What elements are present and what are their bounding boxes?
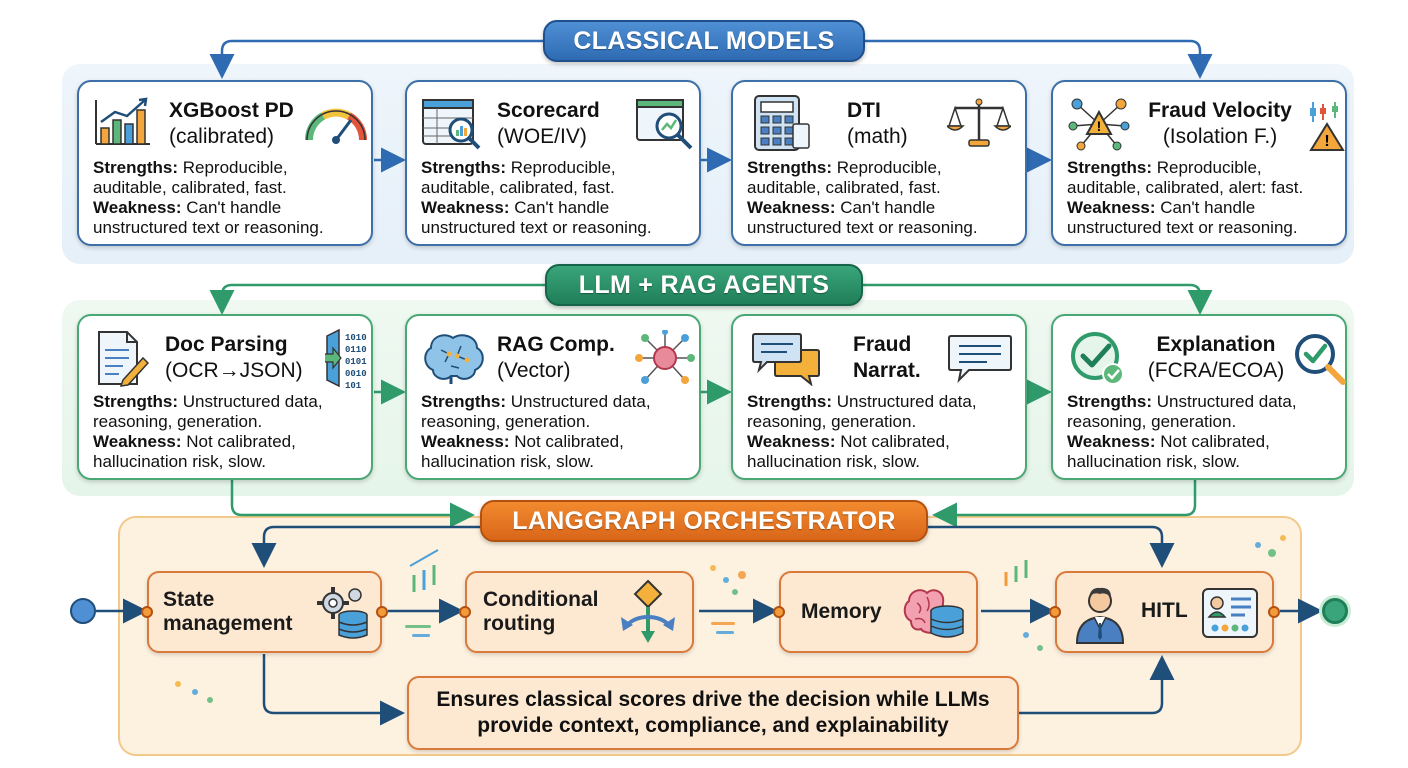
summary-note: Ensures classical scores drive the decis… — [407, 676, 1019, 750]
llm-bracket-right — [863, 283, 1213, 315]
network-warning-icon: ! — [1068, 98, 1130, 151]
spreadsheet-icon — [422, 99, 481, 150]
binary-row: 101 — [345, 381, 362, 388]
svg-text:!: ! — [1097, 118, 1102, 134]
output-port — [376, 606, 388, 618]
calculator-icon — [754, 95, 810, 151]
output-port — [1268, 606, 1280, 618]
card-fraud-velocity: ! Fraud Velocity(Isolation F.) ! Strengt… — [1051, 80, 1347, 246]
binary-data-icon: 1010 0110 0101 0010 101 — [325, 328, 367, 388]
decorative-dots — [175, 535, 1286, 703]
balance-scale-icon — [947, 98, 1011, 147]
card-title: Doc Parsing(OCR→JSON) — [165, 333, 303, 382]
brain-database-icon — [903, 589, 964, 638]
llm-to-orchestrator-left — [230, 476, 475, 528]
mini-candlestick-chart-1 — [409, 549, 439, 592]
card-title: Scorecard(WOE/IV) — [497, 99, 600, 148]
node-hitl: HITL — [1049, 571, 1280, 653]
binary-row: 1010 — [345, 333, 367, 343]
classical-bracket-right — [865, 39, 1213, 79]
end-node — [1322, 598, 1348, 624]
binary-row: 0110 — [345, 345, 367, 355]
state-to-note — [262, 654, 405, 726]
node-label: Memory — [801, 600, 882, 623]
card-dti: DTI(math) Strengths: Reproducible, audit… — [731, 80, 1027, 246]
card-title: Fraud Velocity(Isolation F.) — [1148, 99, 1292, 148]
orchestrator-to-state — [251, 525, 480, 568]
chat-bubble-icon — [948, 335, 1012, 384]
gear-database-icon — [317, 587, 368, 639]
llm-bracket-left — [209, 283, 545, 315]
card-scorecard: Scorecard(WOE/IV) Strengths: Reproducibl… — [405, 80, 701, 246]
dashboard-icon — [1202, 588, 1258, 638]
chat-bubbles-icon — [752, 333, 820, 386]
person-icon — [1075, 587, 1125, 644]
card-title: DTI(math) — [847, 99, 908, 148]
start-node — [70, 598, 96, 624]
card-rag-comp: RAG Comp.(Vector) Strengths: Unstructure… — [405, 314, 701, 480]
llm-to-orchestrator-right — [932, 476, 1197, 528]
classical-bracket-left — [209, 39, 543, 79]
llm-rag-agents-header: LLM + RAG AGENTS — [545, 264, 863, 306]
mini-candlestick-chart-2 — [1004, 560, 1028, 586]
card-xgboost-pd: XGBoost PD(calibrated) Strengths: Reprod… — [77, 80, 373, 246]
magnifier-chart-icon — [636, 99, 693, 150]
binary-row: 0010 — [345, 369, 367, 379]
input-port — [773, 606, 785, 618]
document-pen-icon — [98, 331, 149, 387]
gauge-icon — [304, 108, 368, 144]
bar-chart-icon — [95, 97, 150, 145]
card-explanation: Explanation(FCRA/ECOA) Strengths: Unstru… — [1051, 314, 1347, 480]
card-title: RAG Comp.(Vector) — [497, 333, 615, 382]
check-badge-icon — [1071, 332, 1124, 385]
note-to-hitl — [1019, 655, 1175, 715]
orchestrator-to-hitl — [928, 525, 1175, 568]
input-port — [141, 606, 153, 618]
card-doc-parsing: Doc Parsing(OCR→JSON) 1010 0110 0101 0010 … — [77, 314, 373, 480]
input-port — [1049, 606, 1061, 618]
check-magnifier-icon — [1295, 334, 1346, 385]
node-memory: Memory — [773, 571, 978, 653]
node-label: HITL — [1141, 599, 1188, 622]
input-port — [459, 606, 471, 618]
classical-models-header: CLASSICAL MODELS — [543, 20, 865, 62]
svg-text:!: ! — [1324, 133, 1329, 150]
signal-warning-icon: ! — [1309, 102, 1345, 151]
neural-node-icon — [635, 330, 695, 384]
brain-circuit-icon — [424, 334, 484, 384]
routing-arrows-icon — [621, 579, 675, 643]
card-title: Explanation(FCRA/ECOA) — [1147, 333, 1285, 382]
card-title: XGBoost PD(calibrated) — [169, 99, 294, 148]
langgraph-orchestrator-header: LANGGRAPH ORCHESTRATOR — [480, 500, 928, 542]
binary-row: 0101 — [345, 357, 367, 367]
